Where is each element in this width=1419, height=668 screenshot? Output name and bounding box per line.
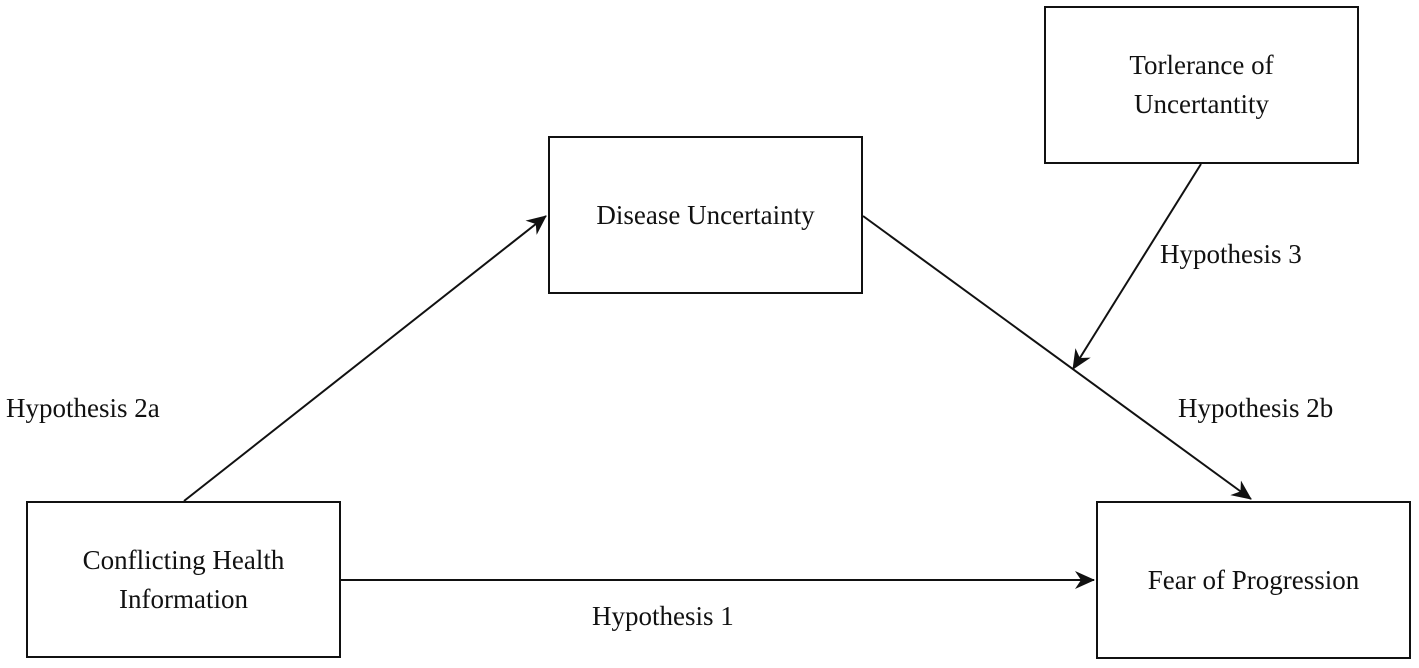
node-conflicting-health-information: Conflicting Health Information xyxy=(26,501,341,658)
node-label-line: Torlerance of xyxy=(1129,50,1274,80)
node-label-line: Uncertantity xyxy=(1134,89,1269,119)
node-disease-uncertainty: Disease Uncertainty xyxy=(548,136,863,294)
node-tolerance-of-uncertainty: Torlerance of Uncertantity xyxy=(1044,6,1359,164)
edge-h2b-arrow xyxy=(862,215,1252,500)
edge-label-hypothesis-3: Hypothesis 3 xyxy=(1160,239,1302,269)
node-label-line: Disease Uncertainty xyxy=(596,199,815,230)
edge-h2a-arrow xyxy=(183,215,547,502)
edge-label-hypothesis-2a: Hypothesis 2a xyxy=(6,393,160,423)
node-label-line: Information xyxy=(119,583,248,614)
node-fear-of-progression: Fear of Progression xyxy=(1096,501,1411,659)
node-label-line: Conflicting Health xyxy=(82,544,285,575)
edge-label-hypothesis-1: Hypothesis 1 xyxy=(592,601,734,631)
node-label-line: Fear of Progression xyxy=(1147,564,1360,595)
edge-label-hypothesis-2b: Hypothesis 2b xyxy=(1178,393,1334,423)
edge-h3-arrow xyxy=(1072,163,1202,370)
